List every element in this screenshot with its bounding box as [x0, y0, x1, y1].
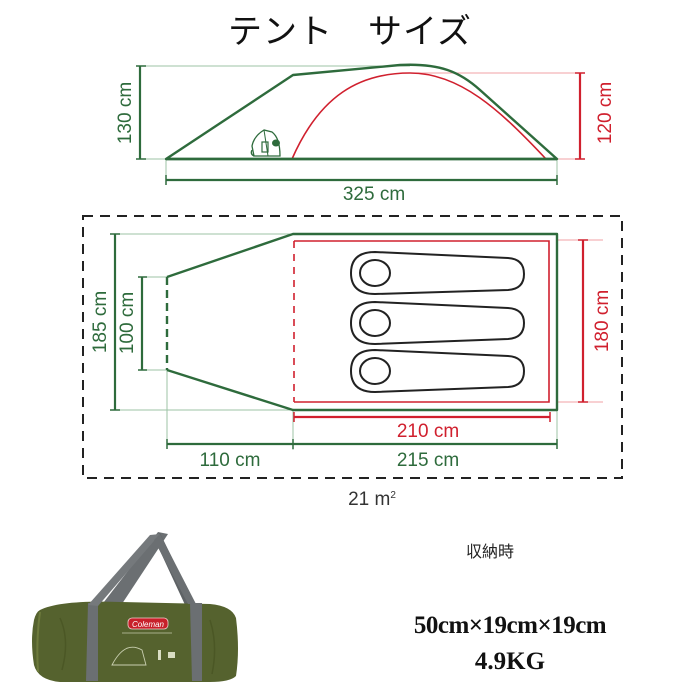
length-325-label: 325 cm	[343, 184, 405, 205]
width-180-label: 180 cm	[592, 290, 613, 352]
page-title: テント サイズ	[228, 12, 472, 52]
storage-bag-image: Coleman	[32, 532, 238, 682]
floor-plan: 185 cm 100 cm	[82, 215, 623, 510]
side-view: 130 cm 120 cm 325 cm	[115, 63, 616, 205]
inner-tent-profile	[291, 72, 547, 160]
length-210-label: 210 cm	[397, 421, 459, 442]
sleeping-bag-icon	[349, 300, 526, 346]
inner-tent-floor	[294, 240, 550, 403]
height-130-dimension: 130 cm	[115, 65, 146, 160]
width-100-label: 100 cm	[117, 292, 138, 354]
width-100-dimension: 100 cm	[117, 276, 147, 371]
bag-strap-right	[190, 603, 202, 681]
length-325-dimension: 325 cm	[165, 175, 558, 205]
storage-label: 収納時	[465, 542, 514, 561]
height-120-dimension: 120 cm	[575, 72, 616, 160]
sleeping-bag-icon	[349, 250, 526, 296]
length-110-dimension: 110 cm	[166, 439, 293, 471]
width-185-label: 185 cm	[90, 291, 111, 353]
outer-tent-floor	[166, 232, 559, 412]
length-215-dimension: 215 cm	[292, 439, 558, 471]
height-120-label: 120 cm	[595, 82, 616, 144]
sleeping-bags	[349, 250, 526, 394]
footprint-area-label: 21 m2	[348, 489, 396, 510]
height-130-label: 130 cm	[115, 82, 136, 144]
length-110-label: 110 cm	[200, 450, 261, 471]
coleman-badge: Coleman	[127, 617, 169, 630]
bag-strap-left	[86, 603, 98, 681]
svg-text:Coleman: Coleman	[132, 620, 165, 629]
width-185-dimension: 185 cm	[90, 233, 120, 411]
footprint-outline	[82, 215, 623, 479]
width-180-dimension: 180 cm	[578, 239, 613, 403]
storage-dimensions: 50cm×19cm×19cm	[413, 612, 607, 639]
outer-tent-profile	[164, 63, 559, 161]
length-215-label: 215 cm	[397, 450, 459, 471]
length-210-dimension: 210 cm	[293, 412, 551, 442]
sleeping-bag-icon	[349, 348, 526, 394]
storage-weight: 4.9KG	[474, 648, 546, 675]
tent-door-icon	[250, 129, 281, 157]
